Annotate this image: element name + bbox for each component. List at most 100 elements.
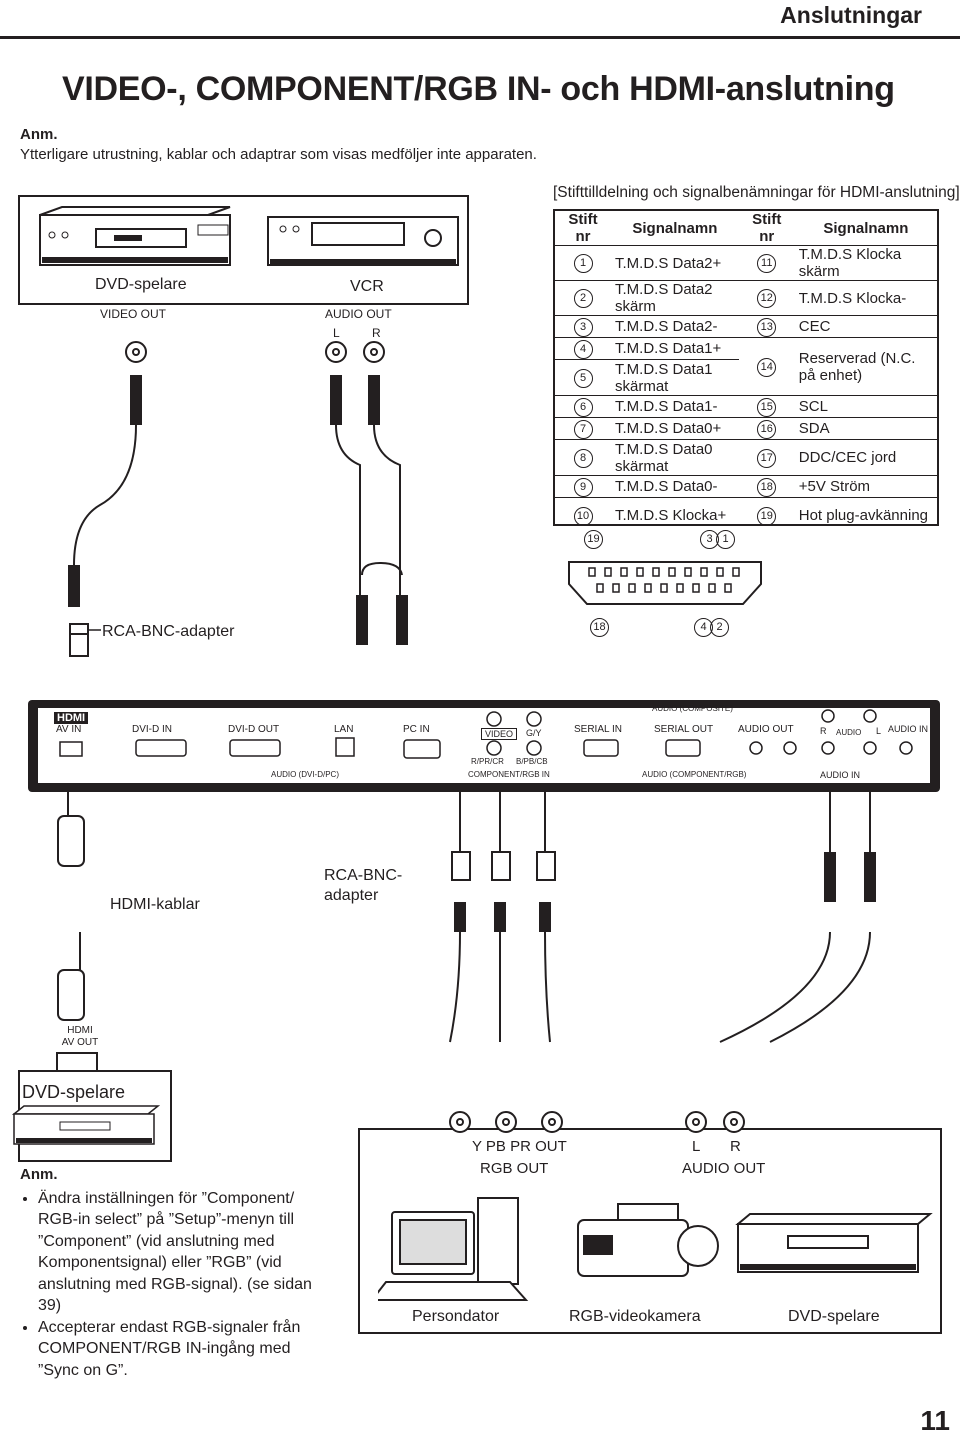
- top-devices-drawing: [39, 206, 459, 266]
- camera-label: RGB-videokamera: [569, 1308, 701, 1325]
- middle-cables-drawing: [57, 792, 876, 1043]
- rpr-label: R/PR/CR: [471, 757, 504, 766]
- audio-out-label: AUDIO OUT: [738, 724, 794, 735]
- table-row: 5 T.M.D.S Data1 skärmat: [555, 359, 937, 396]
- hdmi-av-out-label: HDMI AV OUT: [61, 1025, 99, 1048]
- rca-plug-icon: [539, 902, 551, 932]
- serial-in-label: SERIAL IN: [574, 724, 622, 735]
- computer-icon: [378, 1197, 529, 1301]
- lan-port-icon: [335, 737, 355, 757]
- rca-plug-icon: [454, 902, 466, 932]
- audio-component-l-jack-icon: [863, 741, 877, 755]
- dvd-video-out-label: VIDEO OUT: [100, 307, 167, 321]
- signal-name: SCL: [794, 395, 937, 418]
- dvd-player-icon: [39, 206, 231, 266]
- pin-marker: 19: [584, 530, 603, 549]
- pin-number: 8: [573, 448, 593, 468]
- hdmi-cables-label: HDMI-kablar: [110, 896, 200, 913]
- av-in-label: AV IN: [56, 724, 82, 735]
- pin-number: 7: [573, 419, 593, 439]
- gy-label: G/Y: [526, 728, 542, 738]
- pin-number: 2: [573, 289, 593, 308]
- signal-name: Reserverad (N.C. på enhet): [794, 337, 937, 396]
- hdmi-logo: HDMI: [54, 712, 89, 724]
- pin-table-title: [Stifttilldelning och signalbenämningar …: [553, 184, 960, 201]
- serial-out-port-icon: [665, 739, 701, 757]
- video-camera-icon: [577, 1203, 719, 1277]
- note-text: Ytterligare utrustning, kablar och adapt…: [20, 146, 537, 163]
- vcr-label: VCR: [350, 278, 384, 295]
- table-row: 8 T.M.D.S Data0 skärmat 17 DDC/CEC jord: [555, 439, 937, 476]
- pin-number: 18: [757, 477, 777, 497]
- page-title: VIDEO-, COMPONENT/RGB IN- och HDMI-anslu…: [62, 70, 895, 108]
- signal-name: T.M.D.S Klocka-: [794, 280, 937, 316]
- hdmi-plug-icon: [57, 969, 85, 1021]
- pin-marker: 2: [710, 618, 729, 637]
- video-label: VIDEO: [481, 728, 518, 740]
- bpb-label: B/PB/CB: [516, 757, 548, 766]
- signal-name: T.M.D.S Data1 skärmat: [611, 359, 739, 396]
- signal-name: T.M.D.S Data0+: [611, 417, 739, 440]
- table-row: 10 T.M.D.S Klocka+ 19 Hot plug-avkänning: [555, 497, 937, 534]
- rca-plug-icon: [824, 852, 836, 902]
- audio-composite-r-jack-icon: [821, 709, 835, 723]
- dvd-player-bottom-right-icon: [735, 1213, 933, 1273]
- dvd-bottom-label: DVD-spelare: [22, 1082, 126, 1102]
- rgb-out-label: RGB OUT: [480, 1160, 549, 1177]
- note-item: Ändra inställningen för ”Component/ RGB-…: [38, 1188, 325, 1317]
- dvi-d-out-label: DVI-D OUT: [228, 724, 280, 735]
- signal-name: CEC: [794, 315, 937, 338]
- rpr-jack-icon: [486, 740, 502, 756]
- table-row: 3 T.M.D.S Data2- 13 CEC: [555, 315, 937, 338]
- pin-number: 16: [757, 419, 777, 439]
- col-header: Signalnamn: [794, 211, 937, 246]
- audio-in-right-label: AUDIO IN: [888, 724, 929, 734]
- audio-composite-label: AUDIO (COMPOSITE): [652, 704, 733, 713]
- serial-out-label: SERIAL OUT: [654, 724, 714, 735]
- bpb-jack-icon: [526, 740, 542, 756]
- bottom-devices-drawing: [378, 1197, 933, 1301]
- rear-panel: HDMI AV IN DVI-D IN DVI-D OUT LAN PC IN …: [28, 700, 940, 792]
- pc-in-label: PC IN: [403, 724, 430, 735]
- dvi-out-port-icon: [229, 739, 281, 757]
- pc-label: Persondator: [412, 1308, 500, 1325]
- ypbpr-out-label: Y PB PR OUT: [472, 1138, 567, 1155]
- section-title: Anslutningar: [780, 2, 922, 28]
- audio-r-label: R: [730, 1138, 741, 1155]
- pin-number: 3: [573, 317, 593, 337]
- pin-marker: 1: [716, 530, 735, 549]
- hdmi-out-port-icon: [56, 1052, 98, 1072]
- rca-plug-icon: [494, 902, 506, 932]
- bnc-plug-icon: [451, 851, 471, 881]
- audio-l-label: L: [692, 1138, 701, 1155]
- bnc-adapter-icon: [69, 623, 101, 657]
- pin-number: 4: [573, 339, 593, 359]
- vcr-audio-out-label: AUDIO OUT: [325, 307, 392, 321]
- signal-name: T.M.D.S Data1+: [611, 337, 739, 360]
- pin-marker: 18: [590, 618, 609, 637]
- table-row: 2 T.M.D.S Data2 skärm 12 T.M.D.S Klocka-: [555, 280, 937, 316]
- page-number: 11: [920, 1405, 950, 1436]
- note-label: Anm.: [20, 126, 58, 143]
- rca-plug-icon: [864, 852, 876, 902]
- signal-name: SDA: [794, 417, 937, 440]
- dvd-bottom-icon: [11, 1105, 160, 1145]
- bottom-jacks: [449, 1111, 745, 1133]
- note-bottom-label: Anm.: [20, 1166, 58, 1183]
- hdmi-connector-icon: [568, 561, 762, 605]
- dvi-d-in-label: DVI-D IN: [132, 724, 172, 735]
- vcr-l-label: L: [333, 326, 340, 340]
- audio-r-label: R: [820, 726, 827, 736]
- header-bar: [0, 0, 960, 39]
- audio-in-bottom-label: AUDIO IN: [820, 770, 861, 780]
- pin-number: 12: [757, 289, 777, 308]
- top-device-box: [18, 195, 469, 305]
- table-row: 9 T.M.D.S Data0- 18 +5V Ström: [555, 475, 937, 498]
- adapter-mid-label: RCA-BNC-adapter: [324, 867, 403, 904]
- signal-name: T.M.D.S Klocka+: [611, 497, 739, 534]
- pin-number: 10: [573, 506, 593, 526]
- bnc-plug-icon: [536, 851, 556, 881]
- dvd-top-label: DVD-spelare: [95, 276, 187, 293]
- audio-out-jack-icon: [783, 741, 797, 755]
- serial-in-port-icon: [583, 739, 619, 757]
